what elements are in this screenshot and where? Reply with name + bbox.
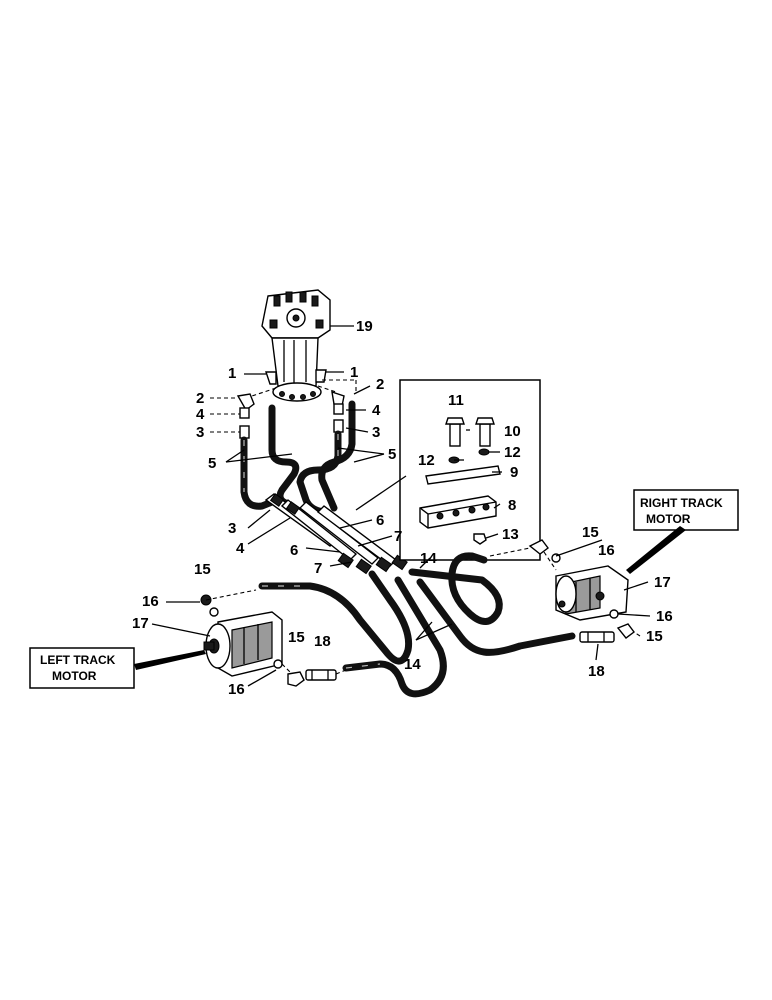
hoses-14 (258, 552, 576, 698)
callout-2-left: 2 (196, 390, 204, 407)
callout-15-right-top: 15 (582, 524, 599, 541)
callout-3-lower: 3 (228, 520, 236, 537)
callout-6-lower: 6 (290, 542, 298, 559)
swivel-joint (261, 289, 331, 402)
callout-17-left: 17 (132, 615, 149, 632)
left-track-label-line2: MOTOR (52, 669, 97, 683)
leader-lines (151, 325, 651, 687)
right-track-motor-label: RIGHT TRACK MOTOR (626, 489, 739, 574)
callout-15-left-top: 15 (194, 561, 211, 578)
callout-9: 9 (510, 464, 518, 481)
callout-16-left-top: 16 (142, 593, 159, 610)
callout-19: 19 (356, 318, 373, 335)
callout-3-left: 3 (196, 424, 204, 441)
callout-16-right-top: 16 (598, 542, 615, 559)
callout-12-left: 12 (418, 452, 435, 469)
left-pointer (134, 650, 206, 670)
left-track-motor (200, 589, 291, 677)
callout-16-right-bottom: 16 (656, 608, 673, 625)
callout-15-left-bottom: 15 (288, 629, 305, 646)
adapters-6-7 (264, 493, 408, 575)
callout-16-left-bottom: 16 (228, 681, 245, 698)
callout-6-upper: 6 (376, 512, 384, 529)
callout-18-right: 18 (588, 663, 605, 680)
callout-7-upper: 7 (394, 528, 402, 545)
left-track-label-line1: LEFT TRACK (40, 653, 116, 667)
right-track-label-line2: MOTOR (646, 512, 691, 526)
callout-14-lower: 14 (404, 656, 421, 673)
callout-4-right: 4 (372, 402, 381, 419)
callout-18-left: 18 (314, 633, 331, 650)
callouts: 19 1 1 2 4 3 2 4 3 5 5 3 4 6 6 7 7 14 14… (132, 318, 673, 698)
left-track-motor-label: LEFT TRACK MOTOR (29, 647, 206, 689)
callout-14-upper: 14 (420, 550, 437, 567)
callout-5-right: 5 (388, 446, 396, 463)
callout-8: 8 (508, 497, 516, 514)
callout-2-right: 2 (376, 376, 384, 393)
right-track-motor (489, 539, 635, 643)
callout-1-left: 1 (228, 365, 236, 382)
callout-7-lower: 7 (314, 560, 322, 577)
right-track-label-line1: RIGHT TRACK (640, 496, 723, 510)
callout-1-right: 1 (350, 364, 358, 381)
callout-15-right-bottom: 15 (646, 628, 663, 645)
callout-5-left: 5 (208, 455, 216, 472)
mounting-bracket-inset (355, 379, 541, 561)
callout-13: 13 (502, 526, 519, 543)
callout-4-lower: 4 (236, 540, 245, 557)
right-pointer (626, 526, 686, 574)
callout-10: 10 (504, 423, 521, 440)
callout-12-right: 12 (504, 444, 521, 461)
left-motor-fittings (287, 669, 347, 687)
callout-4-left: 4 (196, 406, 205, 423)
callout-3-right: 3 (372, 424, 380, 441)
callout-11: 11 (448, 392, 464, 409)
callout-17-right: 17 (654, 574, 671, 591)
